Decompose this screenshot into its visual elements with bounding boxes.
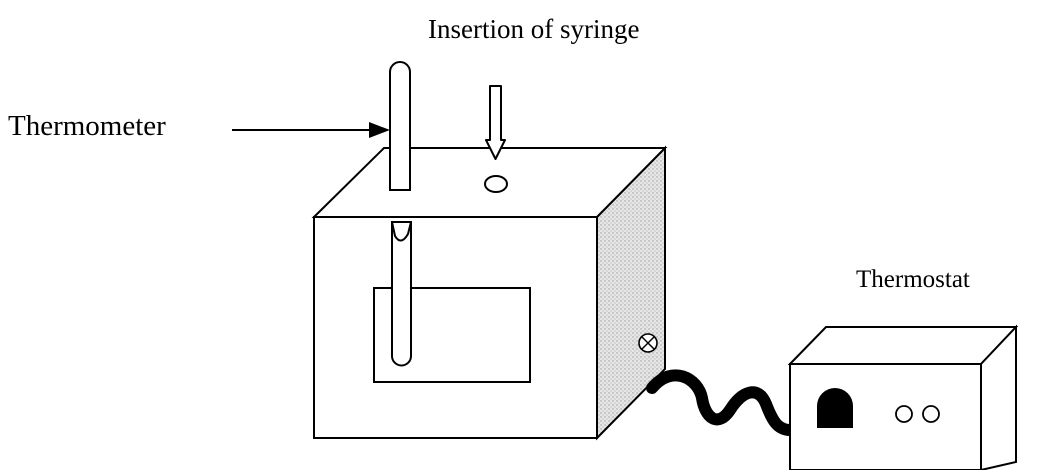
dial-icon: [922, 405, 940, 423]
thermostat-top-face: [787, 326, 1019, 365]
thermometer-cut-mark: [391, 221, 412, 242]
hollow-down-arrow-icon: [485, 85, 506, 160]
valve-icon: [638, 333, 658, 353]
semicircle-knob-icon: [817, 388, 853, 428]
thermostat-label: Thermostat: [856, 266, 970, 293]
thermometer-label: Thermometer: [8, 110, 166, 142]
insertion-label: Insertion of syringe: [428, 14, 640, 44]
arrowhead-icon: [369, 122, 390, 138]
power-cable: [646, 369, 802, 437]
thermometer-upper: [389, 61, 411, 191]
thermometer-pointer: [232, 122, 390, 138]
thermometer-lower: [391, 221, 412, 367]
syringe-port: [484, 175, 508, 193]
dial-icon: [895, 405, 913, 423]
